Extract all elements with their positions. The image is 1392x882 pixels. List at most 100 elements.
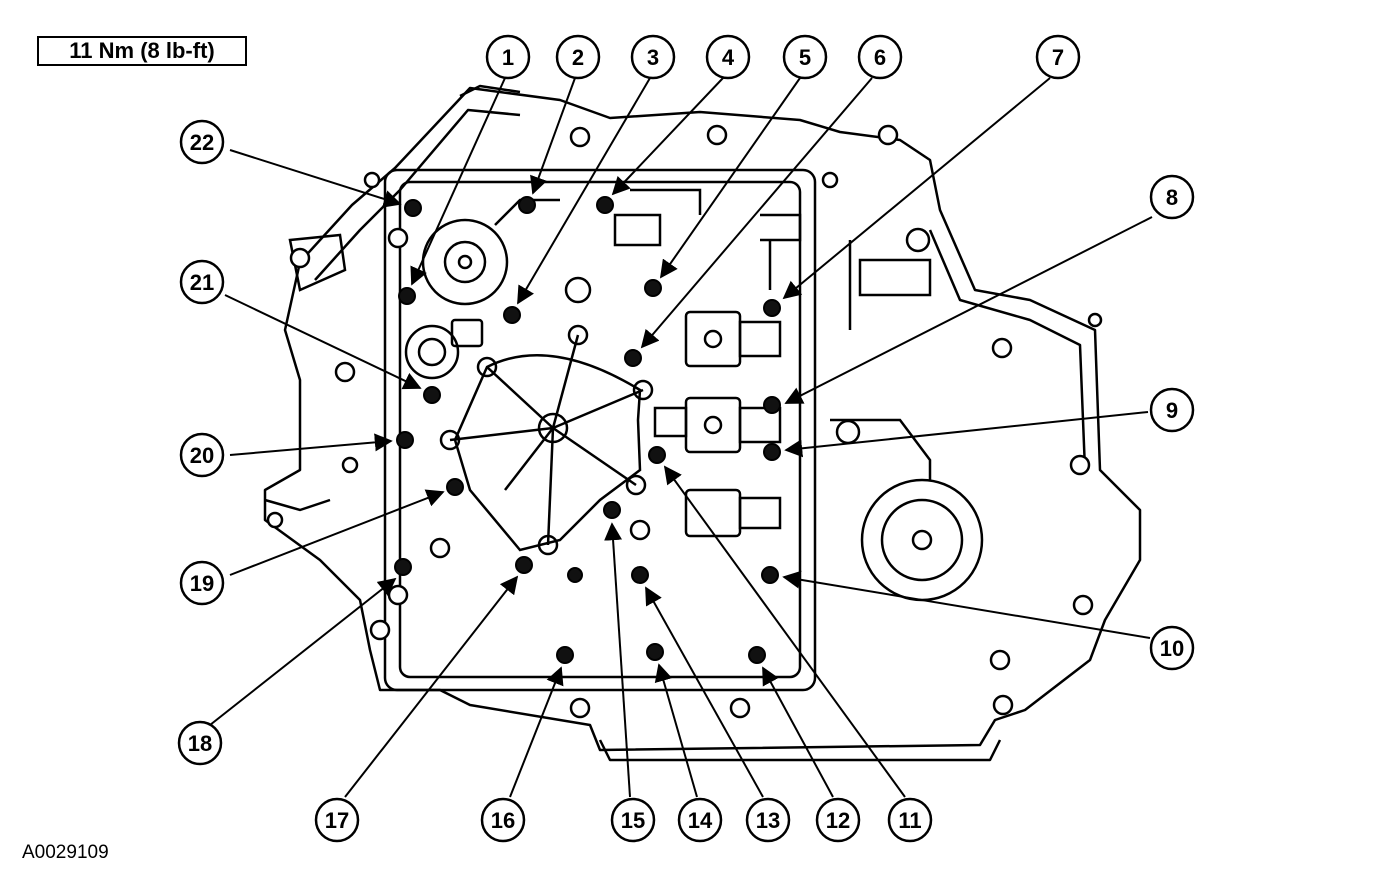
bolt-3 xyxy=(503,306,521,324)
callout-number: 17 xyxy=(325,808,349,833)
callout-number: 8 xyxy=(1166,185,1178,210)
bolt-5 xyxy=(644,279,662,297)
callout-number: 10 xyxy=(1160,636,1184,661)
callout-circle xyxy=(314,797,360,843)
bolt-7 xyxy=(763,299,781,317)
callout-number: 14 xyxy=(688,808,713,833)
bolt-4 xyxy=(596,196,614,214)
callout-18: 18 xyxy=(177,720,223,766)
callout-20: 20 xyxy=(179,432,225,478)
callout-21: 21 xyxy=(179,259,225,305)
callout-circle xyxy=(630,34,676,80)
callout-circle xyxy=(1035,34,1081,80)
callout-number: 11 xyxy=(898,808,921,833)
callout-circle xyxy=(480,797,526,843)
callout-circle xyxy=(179,119,225,165)
bolt-6 xyxy=(624,349,642,367)
bolt-12 xyxy=(748,646,766,664)
callout-number: 18 xyxy=(188,731,212,756)
callout-15: 15 xyxy=(610,797,656,843)
callout-circle xyxy=(1149,387,1195,433)
callout-circle xyxy=(555,34,601,80)
figure-id-label: A0029109 xyxy=(22,842,109,863)
bolt-16 xyxy=(556,646,574,664)
callout-number: 6 xyxy=(874,45,886,70)
spoked-cover xyxy=(439,324,654,556)
callout-13: 13 xyxy=(745,797,791,843)
torque-spec-label: 11 Nm (8 lb-ft) xyxy=(37,36,247,66)
callout-circle xyxy=(782,34,828,80)
leader-7 xyxy=(782,77,1051,300)
bolt-17 xyxy=(515,556,533,574)
leader-12 xyxy=(762,666,834,798)
callout-circle xyxy=(745,797,791,843)
callout-1: 1 xyxy=(485,34,531,80)
leader-11 xyxy=(663,465,906,798)
leader-21 xyxy=(224,294,422,390)
callout-number: 13 xyxy=(756,808,780,833)
leader-4 xyxy=(611,77,724,196)
callout-number: 2 xyxy=(572,45,584,70)
bolt-20 xyxy=(396,431,414,449)
leader-9 xyxy=(784,411,1149,458)
leader-1 xyxy=(410,77,506,286)
callout-9: 9 xyxy=(1149,387,1195,433)
bolt-14 xyxy=(646,643,664,661)
callout-number: 9 xyxy=(1166,398,1178,423)
bolt-extra xyxy=(567,567,583,583)
callout-number: 19 xyxy=(190,571,214,596)
callout-22: 22 xyxy=(179,119,225,165)
leader-18 xyxy=(209,577,397,726)
bolt-18 xyxy=(394,558,412,576)
leader-19 xyxy=(229,489,445,576)
callout-circle xyxy=(179,432,225,478)
callout-11: 11 xyxy=(887,797,933,843)
callout-circle xyxy=(1149,625,1195,671)
bolt-15 xyxy=(603,501,621,519)
callout-number: 1 xyxy=(502,45,514,70)
bolt-21 xyxy=(423,386,441,404)
bolt-9 xyxy=(763,443,781,461)
callout-number: 3 xyxy=(647,45,659,70)
leader-16 xyxy=(509,666,564,798)
leader-15 xyxy=(604,522,631,798)
callout-circle xyxy=(705,34,751,80)
callout-circle xyxy=(815,797,861,843)
callout-12: 12 xyxy=(815,797,861,843)
bolts xyxy=(394,196,781,664)
solenoids xyxy=(613,188,802,538)
leader-3 xyxy=(517,77,651,305)
bolt-11 xyxy=(648,446,666,464)
leader-2 xyxy=(530,77,576,195)
leader-6 xyxy=(640,77,873,349)
callout-circle xyxy=(179,560,225,606)
callout-number: 16 xyxy=(491,808,515,833)
bolt-2 xyxy=(518,196,536,214)
leader-13 xyxy=(645,586,764,798)
callout-8: 8 xyxy=(1149,174,1195,220)
leader-20 xyxy=(229,433,393,456)
leader-arrows xyxy=(209,77,1153,798)
housing-holes xyxy=(266,124,1103,719)
callout-number: 20 xyxy=(190,443,214,468)
callout-6: 6 xyxy=(857,34,903,80)
callout-16: 16 xyxy=(480,797,526,843)
callout-number: 22 xyxy=(190,130,214,155)
callout-number: 21 xyxy=(190,270,214,295)
callout-7: 7 xyxy=(1035,34,1081,80)
leader-5 xyxy=(659,77,801,279)
callout-number: 5 xyxy=(799,45,811,70)
bolt-13 xyxy=(631,566,649,584)
callout-4: 4 xyxy=(705,34,751,80)
callout-17: 17 xyxy=(314,797,360,843)
leader-14 xyxy=(654,663,698,798)
callout-10: 10 xyxy=(1149,625,1195,671)
bolt-1 xyxy=(398,287,416,305)
callout-19: 19 xyxy=(179,560,225,606)
leader-17 xyxy=(344,575,519,798)
callout-circle xyxy=(179,259,225,305)
callout-circle xyxy=(177,720,223,766)
callout-5: 5 xyxy=(782,34,828,80)
leader-10 xyxy=(782,570,1151,639)
